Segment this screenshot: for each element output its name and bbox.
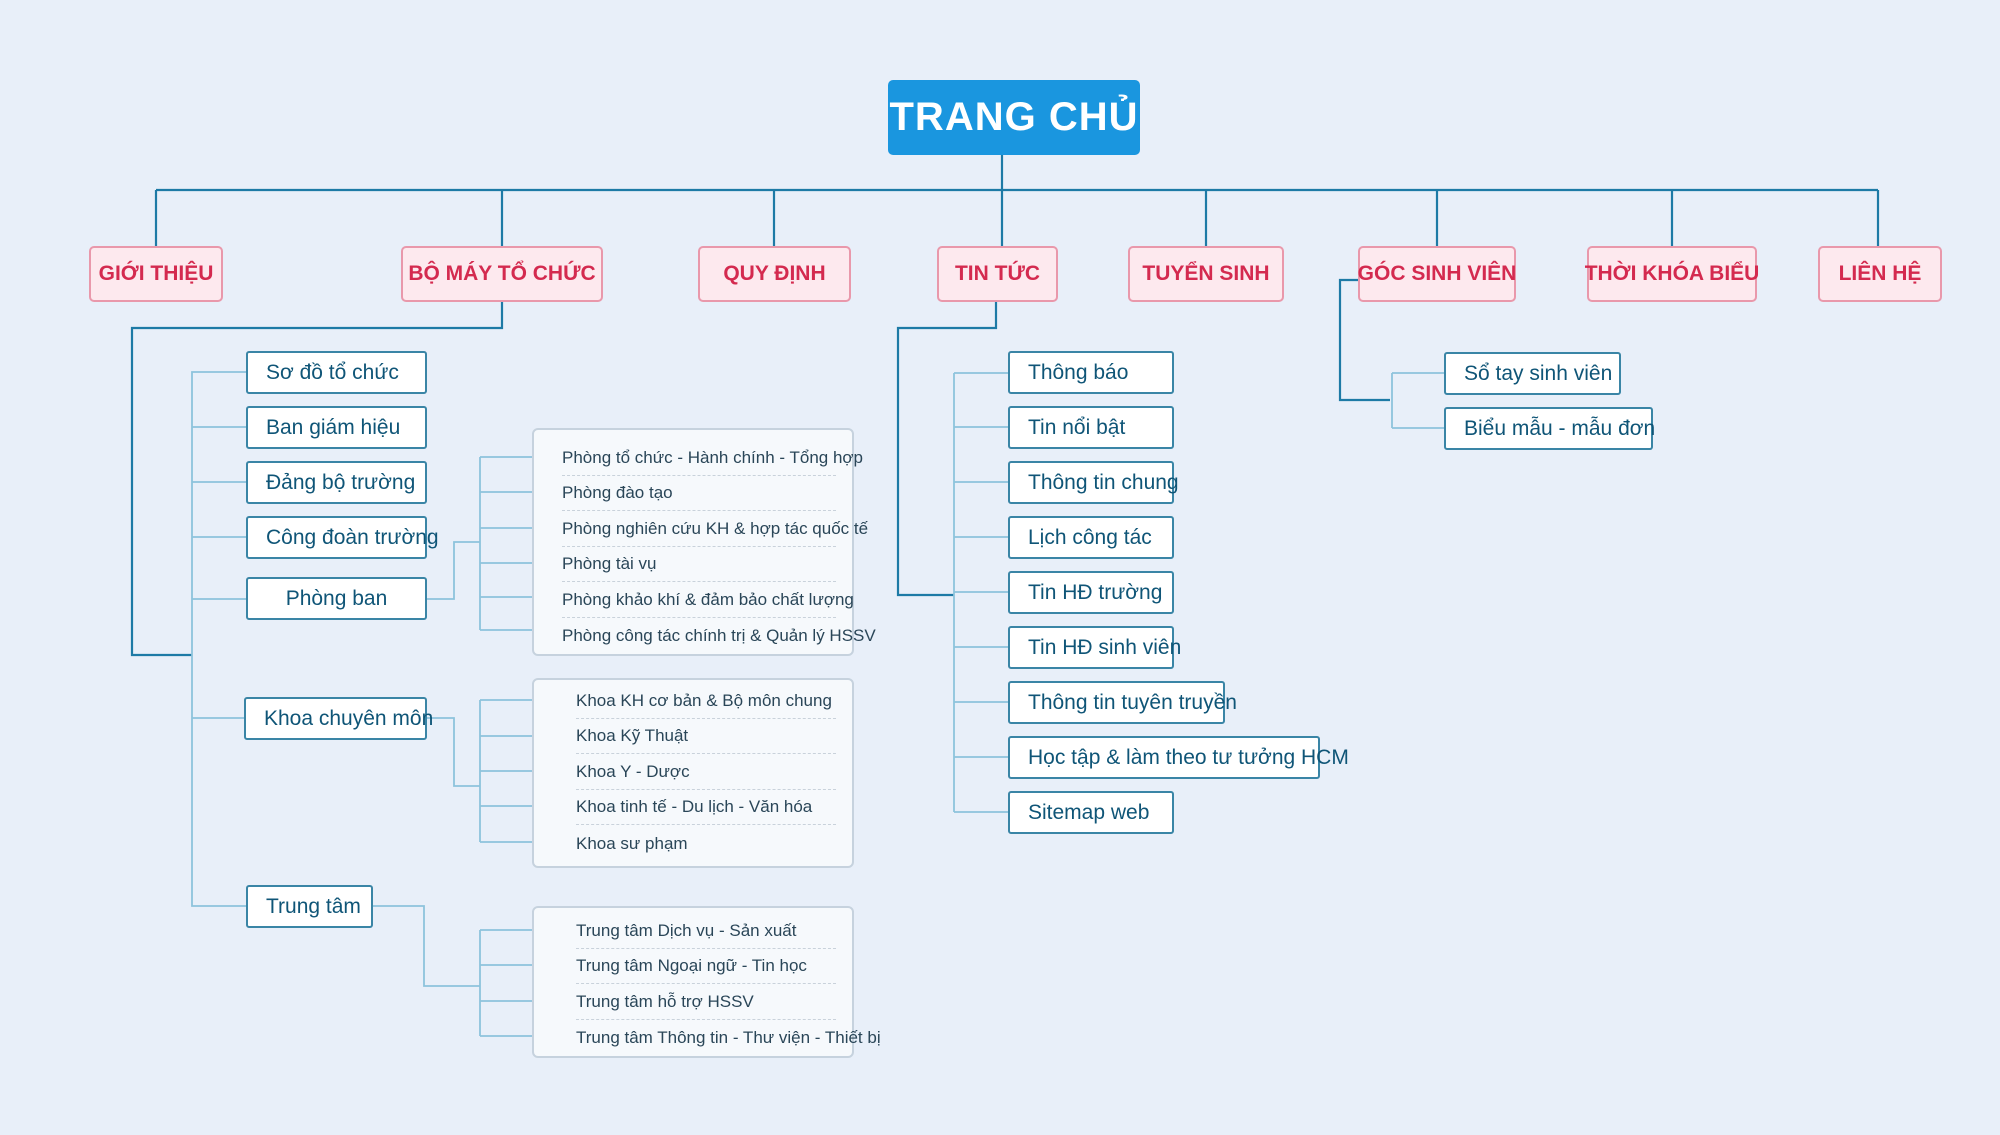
list-item[interactable]: Phòng đào tạo <box>562 476 836 511</box>
list-item[interactable]: Trung tâm Thông tin - Thư viện - Thiết b… <box>576 1027 881 1047</box>
nav-thoi-khoa-bieu[interactable]: THỜI KHÓA BIỂU <box>1585 246 1759 302</box>
item-so-do-to-chuc[interactable]: Sơ đồ tổ chức <box>246 351 427 394</box>
item-tin-hd-truong[interactable]: Tin HĐ trường <box>1008 571 1174 614</box>
nav-tin-tuc[interactable]: TIN TỨC <box>937 246 1058 302</box>
item-thong-tin-tuyen-truyen[interactable]: Thông tin tuyên truyền <box>1008 681 1237 724</box>
list-item[interactable]: Khoa sư phạm <box>576 833 688 853</box>
list-item[interactable]: Trung tâm Ngoại ngữ - Tin học <box>576 949 836 984</box>
list-item[interactable]: Phòng nghiên cứu KH & hợp tác quốc tế <box>562 512 868 547</box>
nav-lien-he[interactable]: LIÊN HỆ <box>1818 246 1942 302</box>
item-trung-tam[interactable]: Trung tâm <box>246 885 373 928</box>
list-item[interactable]: Phòng khảo khí & đảm bảo chất lượng <box>562 583 854 618</box>
list-item[interactable]: Trung tâm Dịch vụ - Sản xuất <box>576 914 836 949</box>
root-node[interactable]: TRANG CHỦ <box>888 80 1140 155</box>
nav-goc-sinh-vien[interactable]: GÓC SINH VIÊN <box>1358 246 1516 302</box>
item-hoc-tap-lam-theo-hcm[interactable]: Học tập & làm theo tư tưởng HCM <box>1008 736 1349 779</box>
group-trung-tam: Trung tâm Dịch vụ - Sản xuất Trung tâm N… <box>532 906 881 1058</box>
item-thong-tin-chung[interactable]: Thông tin chung <box>1008 461 1179 504</box>
nav-quy-dinh[interactable]: QUY ĐỊNH <box>698 246 851 302</box>
item-dang-bo-truong[interactable]: Đảng bộ trường <box>246 461 427 504</box>
list-item[interactable]: Trung tâm hỗ trợ HSSV <box>576 985 836 1020</box>
item-ban-giam-hieu[interactable]: Ban giám hiệu <box>246 406 427 449</box>
list-item[interactable]: Phòng công tác chính trị & Quản lý HSSV <box>562 625 876 645</box>
item-cong-doan-truong[interactable]: Công đoàn trường <box>246 516 439 559</box>
list-item[interactable]: Khoa tinh tế - Du lịch - Văn hóa <box>576 790 836 825</box>
nav-bo-may-to-chuc[interactable]: BỘ MÁY TỔ CHỨC <box>401 246 603 302</box>
group-khoa-chuyen-mon: Khoa KH cơ bản & Bộ môn chung Khoa Kỹ Th… <box>532 678 854 868</box>
item-thong-bao[interactable]: Thông báo <box>1008 351 1174 394</box>
list-item[interactable]: Khoa Y - Dược <box>576 755 836 790</box>
item-khoa-chuyen-mon[interactable]: Khoa chuyên môn <box>244 697 433 740</box>
item-tin-hd-sinh-vien[interactable]: Tin HĐ sinh viên <box>1008 626 1181 669</box>
item-tin-noi-bat[interactable]: Tin nổi bật <box>1008 406 1174 449</box>
item-lich-cong-tac[interactable]: Lịch công tác <box>1008 516 1174 559</box>
item-so-tay-sinh-vien[interactable]: Sổ tay sinh viên <box>1444 352 1621 395</box>
item-bieu-mau-mau-don[interactable]: Biểu mẫu - mẫu đơn <box>1444 407 1655 450</box>
list-item[interactable]: Phòng tổ chức - Hành chính - Tổng hợp <box>562 441 863 476</box>
nav-gioi-thieu[interactable]: GIỚI THIỆU <box>89 246 223 302</box>
list-item[interactable]: Khoa KH cơ bản & Bộ môn chung <box>576 684 836 719</box>
list-item[interactable]: Phòng tài vụ <box>562 547 836 582</box>
nav-tuyen-sinh[interactable]: TUYỂN SINH <box>1128 246 1284 302</box>
list-item[interactable]: Khoa Kỹ Thuật <box>576 719 836 754</box>
item-sitemap-web[interactable]: Sitemap web <box>1008 791 1174 834</box>
group-phong-ban: Phòng tổ chức - Hành chính - Tổng hợp Ph… <box>532 428 876 656</box>
item-phong-ban[interactable]: Phòng ban <box>246 577 427 620</box>
